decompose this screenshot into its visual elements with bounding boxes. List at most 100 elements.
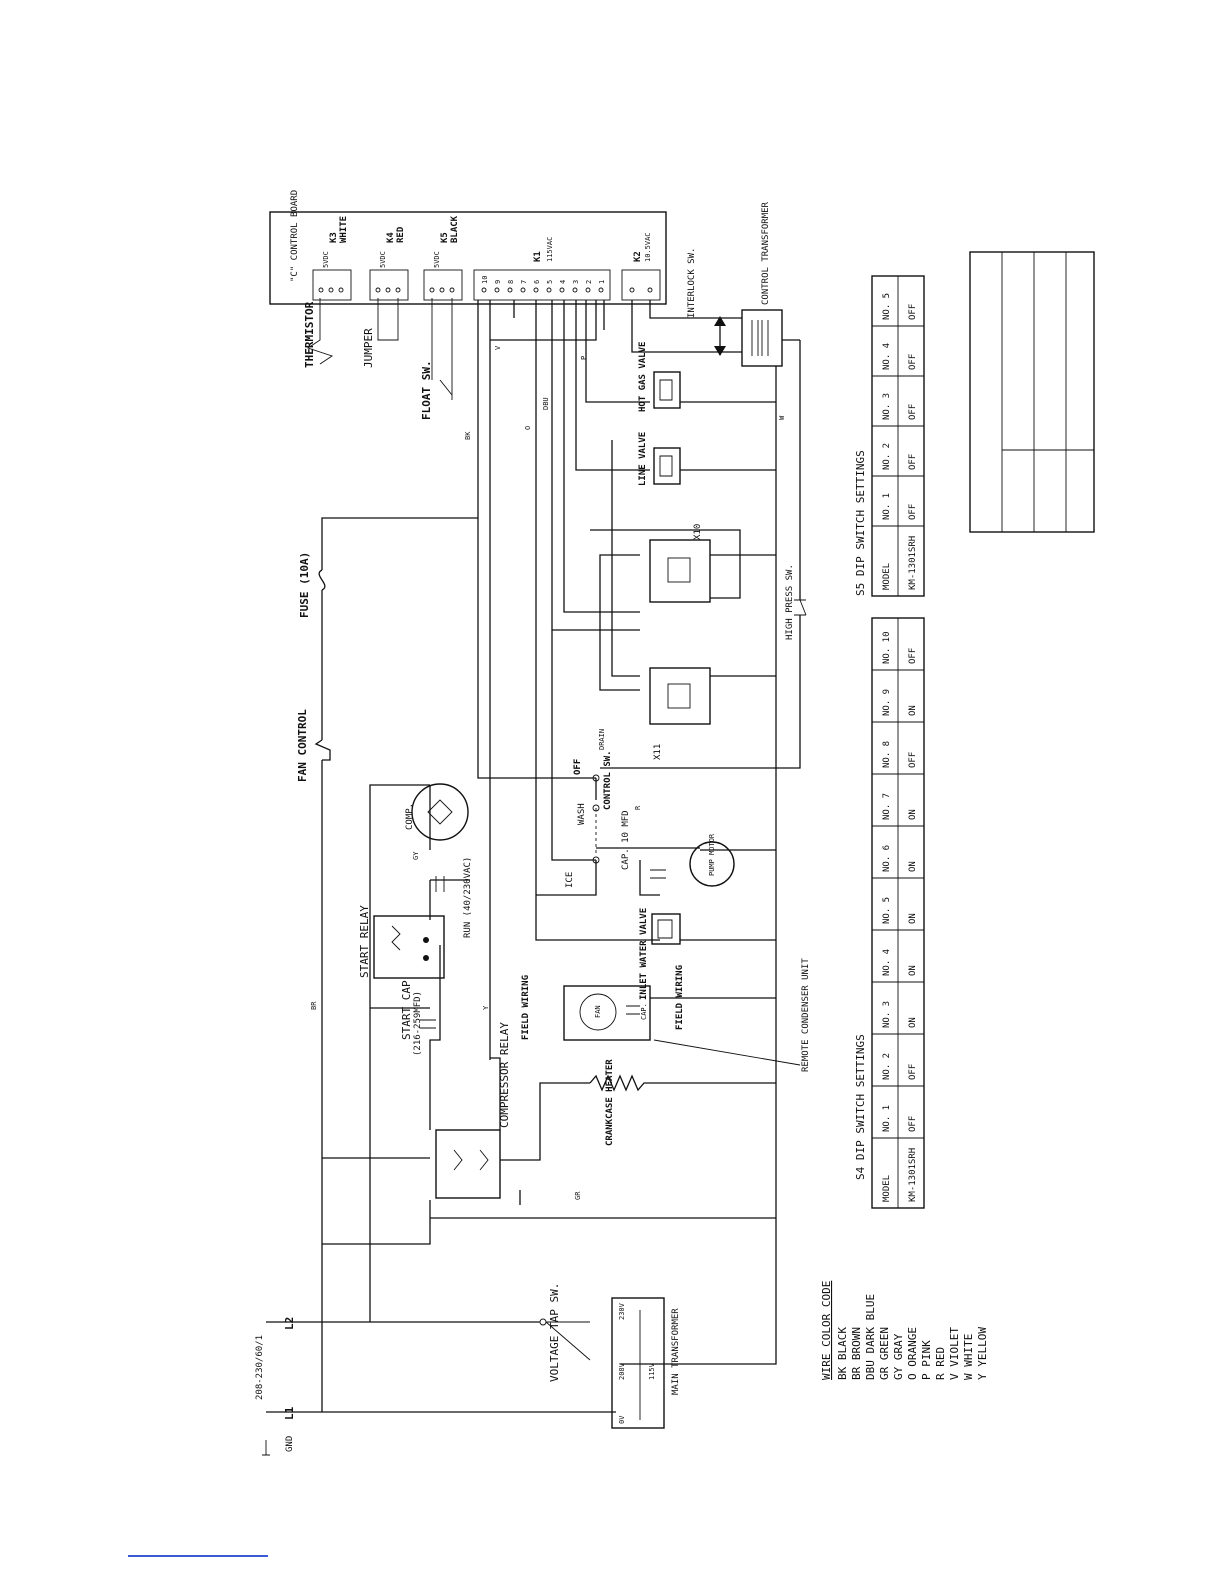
- table-value-cell: OFF: [908, 504, 918, 520]
- svg-text:DBU: DBU: [542, 397, 550, 410]
- jumper-label: JUMPER: [362, 328, 375, 368]
- k1-pin-label: 3: [572, 280, 580, 284]
- thermistor-label: THERMISTOR: [303, 301, 316, 368]
- connector-k4: 5VDC K4 RED: [369, 226, 409, 301]
- table-value-cell: ON: [908, 913, 918, 924]
- svg-text:Y: Y: [482, 1005, 490, 1010]
- svg-text:0V: 0V: [618, 1415, 626, 1424]
- hot-gas-valve: HOT GAS VALVE: [638, 342, 681, 412]
- k1-pin: [559, 287, 565, 293]
- k1-pin: [572, 287, 578, 293]
- svg-text:HIGH PRESS SW.: HIGH PRESS SW.: [785, 564, 795, 640]
- fuse: FUSE (10A): [298, 552, 326, 618]
- svg-text:L1: L1: [283, 1406, 296, 1420]
- svg-text:208V: 208V: [618, 1362, 626, 1380]
- wire-color-entry: W WHITE: [962, 1334, 975, 1380]
- svg-text:115VAC: 115VAC: [546, 237, 554, 262]
- svg-text:L2: L2: [283, 1317, 296, 1330]
- table-header-cell: NO. 3: [882, 393, 892, 420]
- wiring: [266, 300, 801, 1413]
- k1-pin: [481, 287, 487, 293]
- svg-text:O: O: [524, 426, 532, 430]
- k1-pin: [507, 287, 513, 293]
- table-header-cell: NO. 5: [882, 293, 892, 320]
- wire-color-entry: R RED: [934, 1347, 947, 1380]
- title-block: [969, 251, 1095, 533]
- wire-color-entry: P PINK: [920, 1340, 933, 1380]
- table-value-cell: OFF: [908, 1064, 918, 1080]
- k1-pin-label: 6: [533, 280, 541, 284]
- svg-text:FIELD WIRING: FIELD WIRING: [675, 965, 685, 1030]
- svg-text:W: W: [778, 415, 786, 420]
- wire-color-entry: BR BROWN: [850, 1327, 863, 1380]
- svg-text:K4: K4: [386, 232, 396, 243]
- compressor: COMP.: [405, 783, 469, 841]
- table-value-cell: ON: [908, 809, 918, 820]
- svg-text:CONTROL SW.: CONTROL SW.: [603, 750, 613, 810]
- relay-x11: X11: [649, 667, 711, 760]
- table-header-cell: NO. 2: [882, 443, 892, 470]
- svg-text:ICE: ICE: [565, 872, 575, 888]
- svg-text:FUSE (10A): FUSE (10A): [298, 552, 311, 618]
- svg-text:K1: K1: [533, 251, 543, 262]
- k1-pin: [598, 287, 604, 293]
- high-pressure-switch: HIGH PRESS SW.: [785, 564, 807, 640]
- svg-text:115V: 115V: [648, 1362, 656, 1380]
- table-header-cell: MODEL: [882, 1175, 892, 1202]
- table-header-cell: MODEL: [882, 563, 892, 590]
- wire-color-code-title: WIRE COLOR CODE: [820, 1281, 833, 1380]
- control-board: "C" CONTROL BOARD 5VDC K3 WHITE 5VDC K4 …: [269, 190, 667, 305]
- table-header-cell: NO. 8: [882, 741, 892, 768]
- k1-pin-label: 5: [546, 280, 554, 284]
- svg-text:COMPRESSOR RELAY: COMPRESSOR RELAY: [498, 1022, 511, 1128]
- wire-color-entry: BK BLACK: [836, 1327, 849, 1380]
- svg-text:R: R: [634, 805, 642, 810]
- table-header-cell: NO. 6: [882, 845, 892, 872]
- table-value-cell: OFF: [908, 454, 918, 470]
- svg-text:K5: K5: [440, 232, 450, 243]
- svg-text:RUN (40/230VAC): RUN (40/230VAC): [463, 857, 473, 938]
- wire-color-entry: Y YELLOW: [976, 1327, 989, 1380]
- power-supply: 208-230/60/1 L2 L1 GND: [255, 1317, 296, 1456]
- svg-text:5VDC: 5VDC: [379, 251, 387, 268]
- svg-text:RED: RED: [396, 226, 406, 243]
- control-transformer: CONTROL TRANSFORMER: [714, 201, 783, 367]
- svg-text:DRAIN: DRAIN: [598, 729, 606, 750]
- k1-pin: [520, 287, 526, 293]
- s5-table-title: S5 DIP SWITCH SETTINGS: [854, 450, 867, 596]
- table-header-cell: NO. 3: [882, 1001, 892, 1028]
- svg-text:(216-259MFD): (216-259MFD): [413, 991, 423, 1056]
- fan-motor: FAN CAP. FIELD WIRING FIELD WIRING REMOT…: [521, 958, 811, 1072]
- svg-text:GY: GY: [412, 851, 420, 860]
- svg-text:X10: X10: [693, 524, 703, 540]
- wire-color-entry: DBU DARK BLUE: [864, 1294, 877, 1380]
- k1-pin-label: 1: [598, 280, 606, 284]
- table-header-cell: NO. 10: [882, 631, 892, 664]
- svg-text:V: V: [494, 345, 502, 350]
- table-header-cell: NO. 9: [882, 689, 892, 716]
- line-valve: LINE VALVE: [638, 432, 681, 486]
- svg-text:VOLTAGE TAP SW.: VOLTAGE TAP SW.: [548, 1283, 561, 1382]
- svg-text:MAIN TRANSFORMER: MAIN TRANSFORMER: [671, 1308, 681, 1395]
- footer-link-underline[interactable]: [128, 1555, 268, 1557]
- wash-control-switch: CONTROL SW. WASH ICE OFF DRAIN: [565, 729, 613, 888]
- svg-text:5VDC: 5VDC: [433, 251, 441, 268]
- svg-text:10.5VAC: 10.5VAC: [644, 232, 652, 262]
- svg-text:BK: BK: [464, 431, 472, 440]
- svg-text:P: P: [580, 356, 588, 360]
- table-value-cell: OFF: [908, 1116, 918, 1132]
- connector-k3: 5VDC K3 WHITE: [312, 216, 352, 301]
- k1-pin-label: 9: [494, 280, 502, 284]
- svg-text:CRANKCASE HEATER: CRANKCASE HEATER: [605, 1059, 615, 1146]
- svg-text:FAN: FAN: [594, 1005, 602, 1018]
- svg-text:K2: K2: [633, 251, 643, 262]
- table-header-cell: NO. 4: [882, 343, 892, 370]
- table-header-cell: NO. 1: [882, 493, 892, 520]
- table-header-cell: NO. 5: [882, 897, 892, 924]
- table-header-cell: NO. 1: [882, 1105, 892, 1132]
